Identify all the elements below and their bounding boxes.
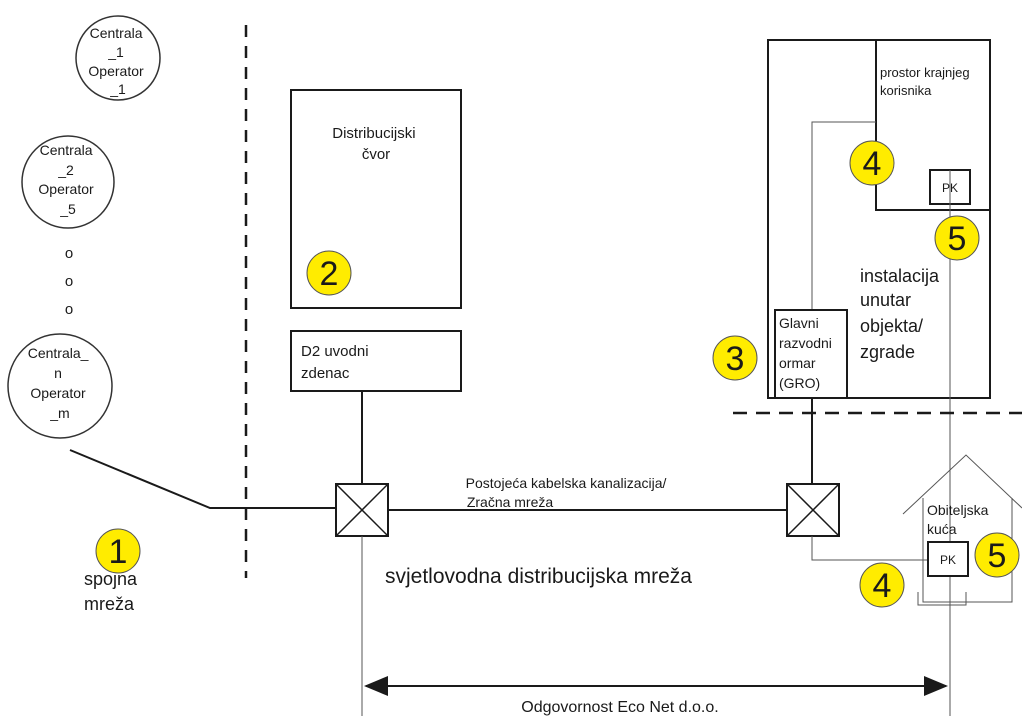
- svg-text:5: 5: [948, 220, 967, 258]
- badge-1: 1: [95, 528, 141, 574]
- operator-n-line: Centrala_: [28, 345, 89, 361]
- gro-label: ormar: [779, 355, 816, 371]
- pk-box-house: PK: [927, 541, 969, 577]
- network-label: svjetlovodna distribucijska mreža: [385, 565, 692, 588]
- operator-circle-1: Centrala _1 Operator _1: [75, 15, 161, 101]
- building-install-label: instalacija unutar objekta/ zgrade: [860, 266, 944, 362]
- svg-text:1: 1: [109, 533, 128, 571]
- svg-text:4: 4: [873, 567, 892, 605]
- operator-n-line: n: [54, 365, 62, 381]
- svg-text:4: 4: [863, 145, 882, 183]
- operator-circle-2: Centrala _2 Operator _5: [21, 135, 115, 229]
- junction-box-right: [786, 483, 840, 537]
- svg-text:Centrala _1 Operat: Centrala _1 Operator _1: [88, 25, 147, 97]
- operator-2-line: _5: [59, 201, 76, 217]
- svg-text:Distribucijski čvor: Distribucijski čvor: [332, 125, 420, 163]
- badge-5-building: 5: [934, 215, 980, 261]
- badge-4-building: 4: [849, 140, 895, 186]
- svg-text:Glavni razvodni or: Glavni razvodni ormar (GRO): [779, 315, 836, 391]
- operator-2-line: _2: [57, 162, 74, 178]
- svg-text:2: 2: [320, 255, 339, 293]
- house-drop-cable: [811, 536, 928, 561]
- distribution-node-label: Distribucijski: [332, 125, 415, 142]
- operator-n-line: _m: [49, 405, 69, 421]
- gro-label: razvodni: [779, 335, 832, 351]
- svg-text:Centrala_ n Operat: Centrala_ n Operator _m: [28, 345, 93, 421]
- ellipsis-dot: o: [65, 273, 73, 290]
- badge-2: 2: [306, 250, 352, 296]
- ellipsis-dot: o: [65, 245, 73, 262]
- pk-label-house: PK: [940, 553, 956, 567]
- end-user-space-outline: [875, 40, 990, 211]
- duct-label: Postojeća kabelska kanalizacija/ Zračna …: [466, 475, 671, 510]
- distribution-node-label: čvor: [362, 146, 390, 163]
- svg-text:Centrala _2 Operat: Centrala _2 Operator _5: [38, 142, 97, 217]
- badge-4-house: 4: [859, 562, 905, 608]
- operator-1-line: Operator: [88, 63, 144, 79]
- ellipsis-dot: o: [65, 301, 73, 318]
- operator-1-line: _1: [107, 44, 124, 60]
- svg-text:5: 5: [988, 537, 1007, 575]
- operator-2-line: Centrala: [40, 142, 93, 158]
- gro-label: (GRO): [779, 375, 820, 391]
- family-house: Obiteljska kuća: [902, 454, 1022, 606]
- svg-text:3: 3: [726, 340, 745, 378]
- operator-1-line: _1: [109, 81, 126, 97]
- operator-n-line: Operator: [30, 385, 86, 401]
- d2-manhole-label: zdenac: [301, 365, 350, 382]
- d2-manhole-label: D2 uvodni: [301, 343, 369, 360]
- connecting-network-label: spojna mreža: [84, 569, 142, 614]
- house-label: Obiteljska kuća: [927, 502, 992, 537]
- connecting-link: [69, 449, 335, 509]
- riser-cable: [811, 121, 876, 310]
- gro-label: Glavni: [779, 315, 819, 331]
- responsibility-label: Odgovornost Eco Net d.o.o.: [521, 699, 718, 716]
- svg-text:D2 uvodni zdenac: D2 uvodni zdenac: [301, 343, 373, 382]
- operator-2-line: Operator: [38, 181, 94, 197]
- badge-3: 3: [712, 335, 758, 381]
- d2-manhole-box: D2 uvodni zdenac: [290, 330, 462, 392]
- badge-5-house: 5: [974, 532, 1020, 578]
- junction-box-left: [335, 483, 389, 537]
- operator-circle-n: Centrala_ n Operator _m: [7, 333, 113, 439]
- operator-1-line: Centrala: [90, 25, 143, 41]
- ellipsis-dots: o o o: [65, 245, 73, 318]
- gro-cabinet-box: Glavni razvodni ormar (GRO): [774, 309, 848, 399]
- end-user-space-label: prostor krajnjeg korisnika: [880, 65, 973, 98]
